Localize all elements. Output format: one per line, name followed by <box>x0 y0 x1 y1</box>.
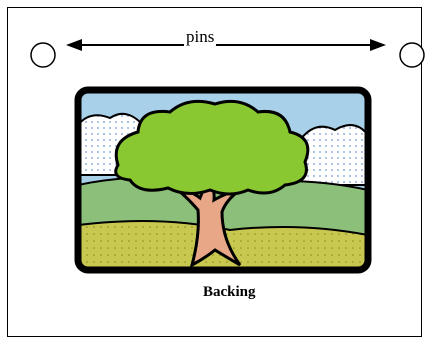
pins-label: pins <box>184 27 217 47</box>
tree-landscape-picture <box>74 86 372 274</box>
pins-arrow <box>66 39 386 51</box>
right-pin-icon <box>399 42 425 68</box>
backing-label: Backing <box>203 284 256 300</box>
left-pin-icon <box>30 42 56 68</box>
